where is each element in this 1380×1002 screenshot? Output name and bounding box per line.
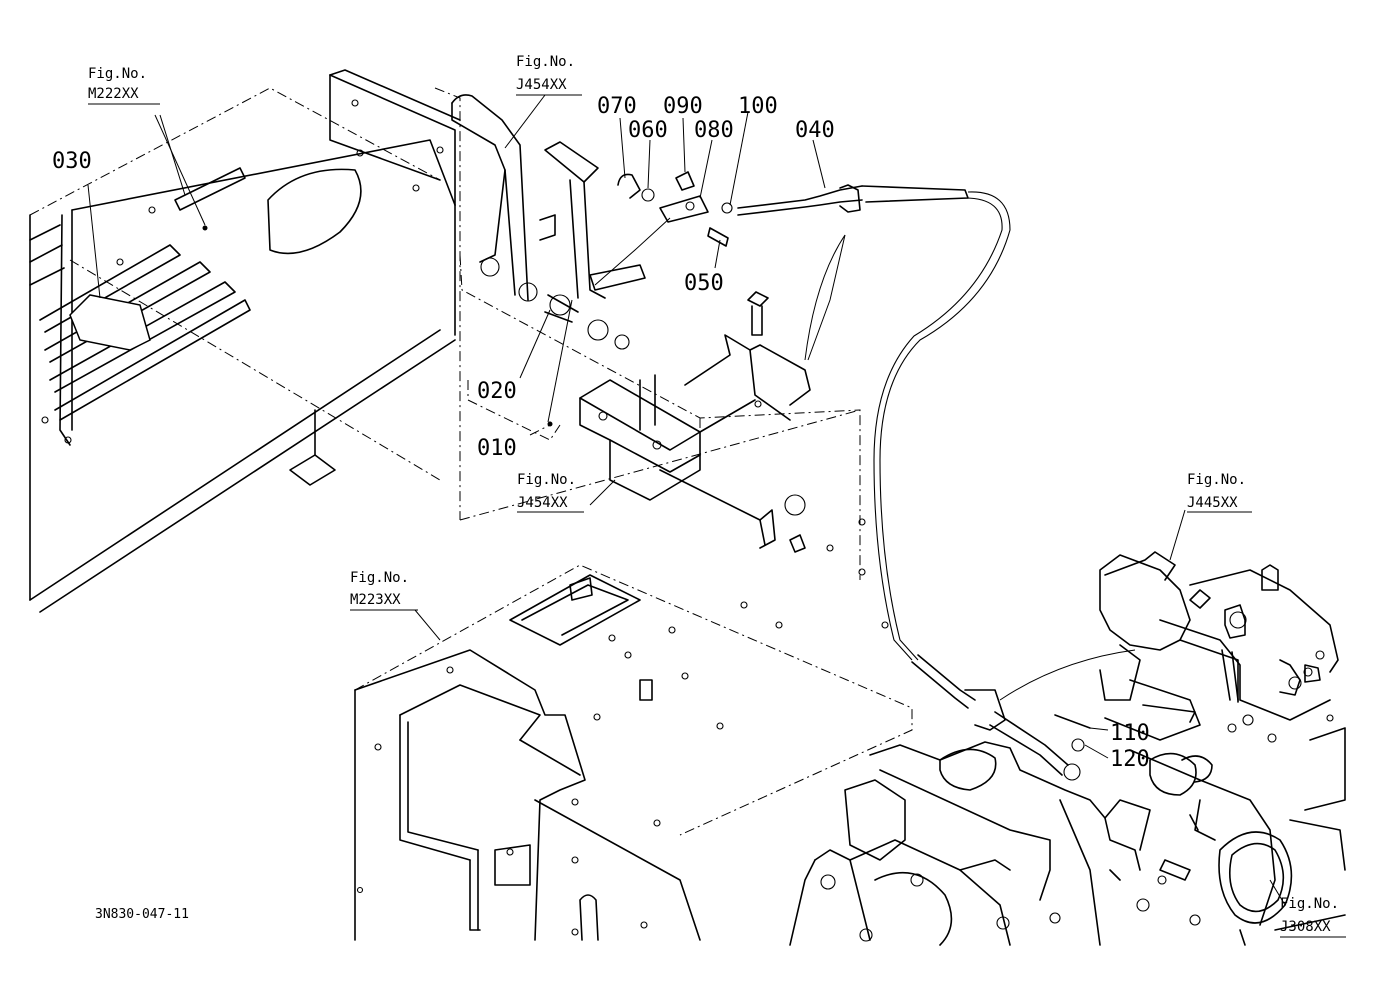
fig-ref-j445[interactable]: Fig.No. J445XX [1187,472,1252,513]
fig-ref-j454-mid-code[interactable]: J454XX [517,495,568,511]
floor-panel-m223 [354,564,913,941]
part-100[interactable]: 100 [738,94,778,119]
fig-ref-m222-code[interactable]: M222XX [88,86,139,102]
part-040[interactable]: 040 [795,118,835,143]
fig-ref-m223[interactable]: Fig.No. M223XX [350,570,418,611]
part-050[interactable]: 050 [684,271,724,296]
part-020[interactable]: 020 [477,379,517,404]
fig-ref-j454-mid-prefix: Fig.No. [517,472,576,488]
fig-ref-j308-prefix: Fig.No. [1280,896,1339,912]
part-080[interactable]: 080 [694,118,734,143]
step-cover-assembly [29,69,461,613]
fig-ref-j454-top-prefix: Fig.No. [516,54,575,70]
fig-ref-j454-top-code[interactable]: J454XX [516,77,567,93]
fig-ref-j445-code[interactable]: J445XX [1187,495,1238,511]
part-010[interactable]: 010 [477,436,517,461]
part-120[interactable]: 120 [1110,747,1150,772]
part-030[interactable]: 030 [52,149,92,174]
leader-lines [87,94,1286,906]
control-cable-040 [737,184,1136,781]
part-070[interactable]: 070 [597,94,637,119]
fig-ref-j454-top[interactable]: Fig.No. J454XX [516,54,582,96]
fig-ref-j308-code[interactable]: J308XX [1280,919,1331,935]
part-callouts: 030 070 090 100 060 080 040 050 020 010 … [52,94,1150,772]
fig-ref-m223-code[interactable]: M223XX [350,592,401,608]
fig-ref-j308[interactable]: Fig.No. J308XX [1280,896,1346,938]
part-060[interactable]: 060 [628,118,668,143]
fig-ref-m222-prefix: Fig.No. [88,66,147,82]
fig-ref-m222[interactable]: Fig.No. M222XX [88,66,160,105]
fig-ref-m223-prefix: Fig.No. [350,570,409,586]
part-090[interactable]: 090 [663,94,703,119]
fig-ref-j454-mid[interactable]: Fig.No. J454XX [517,472,584,513]
pedal-pad-030 [69,294,151,351]
valve-transmission-assembly [789,551,1346,946]
lever-bracket-assembly [202,87,866,580]
part-110[interactable]: 110 [1110,721,1150,746]
clevis-hardware [594,171,733,286]
diagram-code: 3N830-047-11 [95,907,189,922]
fig-ref-j445-prefix: Fig.No. [1187,472,1246,488]
